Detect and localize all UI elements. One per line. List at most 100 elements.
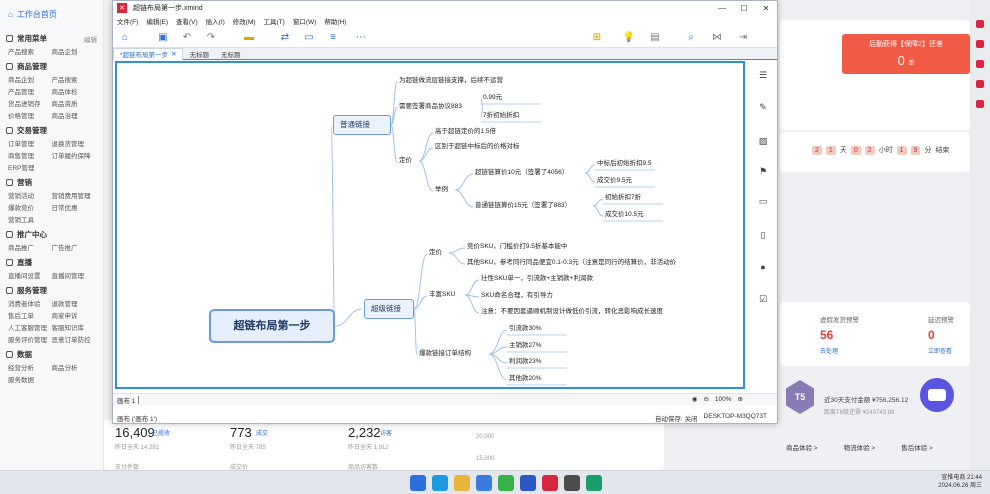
sidebar-item[interactable]: 退换货管理 — [51, 141, 85, 148]
sidebar-item[interactable]: 商家申诉 — [51, 313, 78, 320]
menu-help[interactable]: 帮助(H) — [324, 18, 347, 26]
assistant-robot-icon[interactable] — [920, 378, 954, 412]
sidebar-item[interactable]: 经营分析 — [8, 365, 34, 372]
sidebar-item[interactable]: 爆款竞价 — [8, 205, 34, 212]
sidebar-item[interactable]: 商品治理 — [51, 113, 78, 120]
eye-icon[interactable]: ◉ — [691, 396, 698, 403]
marker-flag-icon[interactable]: ⚑ — [758, 165, 768, 176]
sidebar-home[interactable]: ⌂ 工作台首页 — [0, 0, 103, 28]
strip-icon[interactable] — [976, 80, 984, 88]
home-icon[interactable]: ⌂ — [121, 31, 129, 43]
group-action[interactable]: 编辑 — [84, 36, 97, 44]
subtopic[interactable]: 丰富SKU — [429, 291, 456, 298]
subtopic[interactable]: 举例 — [435, 186, 448, 193]
main-topic[interactable]: 普通链接 — [333, 115, 391, 135]
search-icon[interactable]: ⌕ — [688, 31, 694, 43]
subtopic[interactable]: 需要签署商品协议883 — [399, 103, 462, 110]
sidebar-item[interactable]: 商品分析 — [51, 365, 78, 372]
subtopic[interactable]: 高于超链定价的1.5倍 — [435, 128, 497, 135]
experience-link[interactable]: 物流体验 > — [843, 445, 876, 452]
sidebar-item[interactable]: 营销活动 — [8, 193, 34, 200]
maximize-button[interactable]: ☐ — [740, 3, 748, 13]
sidebar-item[interactable]: 产品搜索 — [8, 49, 34, 56]
sidebar-group-title[interactable]: 推广中心 — [0, 224, 103, 242]
format-icon[interactable]: ✎ — [759, 101, 767, 112]
sidebar-item[interactable]: 商品资质 — [51, 101, 78, 108]
sidebar-item[interactable]: 产品管理 — [8, 89, 34, 96]
sidebar-item[interactable]: 退款管理 — [51, 301, 78, 308]
sidebar-item[interactable]: 商品企划 — [51, 49, 78, 56]
task-icon[interactable]: ☑ — [758, 293, 768, 304]
menu-window[interactable]: 窗口(W) — [292, 18, 317, 26]
sidebar-item[interactable]: 订单履约保障 — [51, 153, 91, 160]
subtopic[interactable]: 为超链做流层链接支撑，后续不运营 — [399, 77, 503, 84]
tab-untitled[interactable]: 无标题 — [183, 48, 215, 60]
edge-icon[interactable] — [432, 475, 448, 491]
folder-icon[interactable] — [454, 475, 470, 491]
sidebar-group-title[interactable]: 数据 — [0, 344, 103, 362]
stat-link[interactable]: 立即查看 — [928, 349, 953, 355]
sidebar-item[interactable]: ERP管理 — [8, 165, 35, 172]
app-icon[interactable] — [564, 475, 580, 491]
sidebar-item[interactable]: 服务数据 — [8, 377, 34, 384]
strip-icon[interactable] — [976, 40, 984, 48]
subtopic[interactable]: 成交价10.5元 — [605, 211, 644, 218]
sidebar-group-title[interactable]: 营销 — [0, 172, 103, 190]
sidebar-item[interactable]: 恶意订单防控 — [51, 337, 91, 344]
sidebar-item[interactable]: 商售管理 — [8, 153, 34, 160]
topic-icon[interactable]: ▬ — [244, 31, 254, 43]
subtopic[interactable]: 利润款23% — [509, 358, 542, 365]
wechat-icon[interactable] — [498, 475, 514, 491]
minimize-button[interactable]: — — [718, 3, 726, 13]
sidebar-item[interactable]: 广告推广 — [51, 245, 78, 252]
outline-icon[interactable]: ☰ — [758, 69, 768, 80]
subtopic[interactable]: 引流款30% — [509, 325, 542, 332]
subtopic[interactable]: 初始折扣7折 — [605, 194, 642, 201]
sheet-tab[interactable]: 画布 1 — [117, 397, 136, 405]
subtopic[interactable]: 区别于超链中标后的价格对标 — [435, 143, 520, 150]
subtopic[interactable]: 成交价9.5元 — [597, 177, 633, 184]
tab-untitled[interactable]: 无标题 — [215, 48, 247, 60]
subtopic[interactable]: 超链链算价10元（签署了4056） — [475, 169, 569, 176]
sidebar-group-title[interactable]: 交易管理 — [0, 120, 103, 138]
subtopic[interactable]: 普通链链算价15元（签署了883） — [475, 202, 572, 209]
sidebar-item[interactable]: 商品体检 — [51, 89, 78, 96]
subtopic[interactable]: 其他SKU，参考同行同品便宜0.1-0.3元（注意是同行的结算价，非活动价 — [467, 259, 677, 266]
insert-icon[interactable]: ⊞ — [592, 31, 602, 43]
subtopic[interactable]: 注意：不要因套逼顺机制设计做低价引流，转化恶影响成长速度 — [481, 308, 663, 315]
sidebar-item[interactable]: 商品推广 — [8, 245, 34, 252]
export-icon[interactable]: ⇥ — [738, 31, 748, 43]
share-icon[interactable]: ⋈ — [712, 31, 722, 43]
sidebar-item[interactable]: 营销工具 — [8, 217, 34, 224]
close-tab-icon[interactable]: ✕ — [171, 51, 177, 58]
subtopic[interactable]: 中标后初始折扣9.5 — [597, 160, 652, 167]
sidebar-item[interactable]: 订单管理 — [8, 141, 34, 148]
stat-link[interactable]: 去处理 — [820, 349, 839, 355]
document-icon[interactable]: ▯ — [760, 229, 766, 240]
promo-banner[interactable]: 后勤获得【保障2】还差 0 单 — [842, 34, 970, 74]
sidebar-item[interactable]: 售后工单 — [8, 313, 34, 320]
note-icon[interactable]: ▭ — [758, 195, 768, 206]
start-icon[interactable] — [410, 475, 426, 491]
sidebar-item[interactable]: 营销费用管理 — [51, 193, 91, 200]
subtopic[interactable]: 竞价SKU，门槛价打9.5折基本能中 — [467, 243, 568, 250]
subtopic[interactable]: 主销款27% — [509, 342, 542, 349]
redo-icon[interactable]: ↷ — [206, 31, 216, 43]
sidebar-group-title[interactable]: 常用菜单编辑 — [0, 28, 103, 46]
subtopic[interactable]: 定价 — [429, 249, 442, 256]
sidebar-item[interactable]: 人工客服管理 — [8, 325, 47, 332]
close-button[interactable]: ✕ — [762, 3, 770, 13]
sidebar-item[interactable]: 直播间管理 — [51, 273, 85, 280]
save-icon[interactable]: ▣ — [158, 31, 168, 43]
app-icon[interactable] — [476, 475, 492, 491]
subtopic[interactable]: 爆款链接订单结构 — [419, 350, 471, 357]
sidebar-group-title[interactable]: 直播 — [0, 252, 103, 270]
zoom-out-icon[interactable]: ⊖ — [703, 396, 709, 403]
more-icon[interactable]: ⋯ — [356, 31, 366, 43]
subtopic[interactable]: SKU命名合理，有引导力 — [481, 292, 553, 299]
zoom-in-icon[interactable]: ⊕ — [737, 396, 743, 403]
sidebar-item[interactable]: 货品进销存 — [8, 101, 41, 108]
sidebar-group-title[interactable]: 商品管理 — [0, 56, 103, 74]
subtopic[interactable]: 0.99元 — [483, 94, 503, 101]
